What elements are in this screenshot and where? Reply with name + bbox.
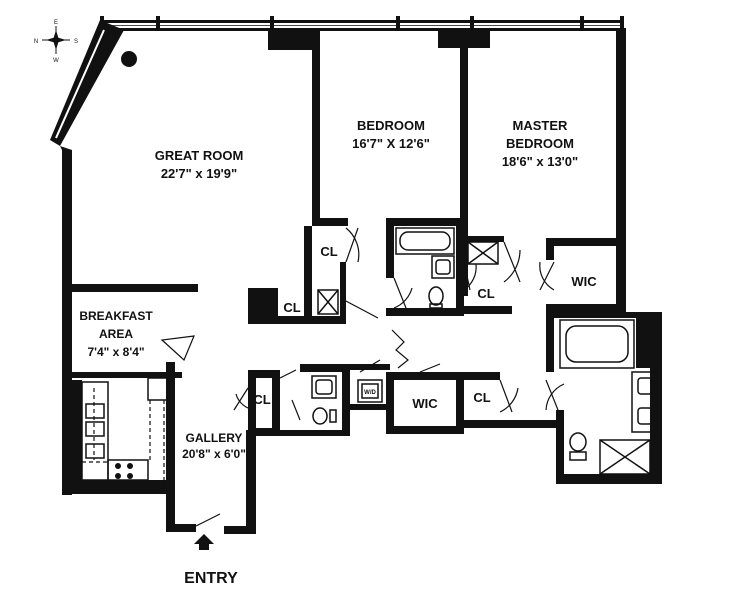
entry-label: ENTRY [184,570,238,587]
interior-walls [72,28,662,436]
great-room-name: GREAT ROOM [155,148,244,163]
compass-e: E [54,20,58,26]
breakfast-area-name-2: AREA [99,327,133,341]
kitchen [81,377,169,491]
structural-column [121,51,137,67]
window-wall-top [100,16,624,31]
bedroom-dims: 16'7" X 12'6" [352,136,430,151]
compass-n: N [34,39,38,45]
closet-bedroom-upper: CL [320,244,337,259]
closet-hall: CL [473,390,490,405]
compass-s: S [74,39,78,45]
master-bedroom-name-1: MASTER [513,118,569,133]
entry-arrow-icon [194,534,214,550]
compass-w: W [53,58,59,64]
gallery-dims: 20'8" x 6'0" [182,447,246,461]
window-wall-angled [50,20,124,146]
master-bedroom-dims: 18'6" x 13'0" [502,154,578,169]
bedroom-name: BEDROOM [357,118,425,133]
washer-dryer-label: W/D [364,390,376,396]
doors [195,227,565,527]
wic-hall: WIC [412,396,438,411]
closet-bedroom-lower: CL [283,300,300,315]
wic-master: WIC [571,274,597,289]
room-labels: GREAT ROOM 22'7" x 19'9" BEDROOM 16'7" X… [79,118,597,587]
closet-master: CL [477,286,494,301]
breakfast-area-name-1: BREAKFAST [79,309,153,323]
closet-gallery: CL [253,392,270,407]
breakfast-area-dims: 7'4" x 8'4" [87,345,144,359]
master-bedroom-name-2: BEDROOM [506,136,574,151]
compass-rose: E W N S [34,20,78,64]
breakfast-door [160,335,195,362]
gallery-name: GALLERY [186,431,243,445]
bath-fixtures [311,227,657,475]
great-room-dims: 22'7" x 19'9" [161,166,237,181]
